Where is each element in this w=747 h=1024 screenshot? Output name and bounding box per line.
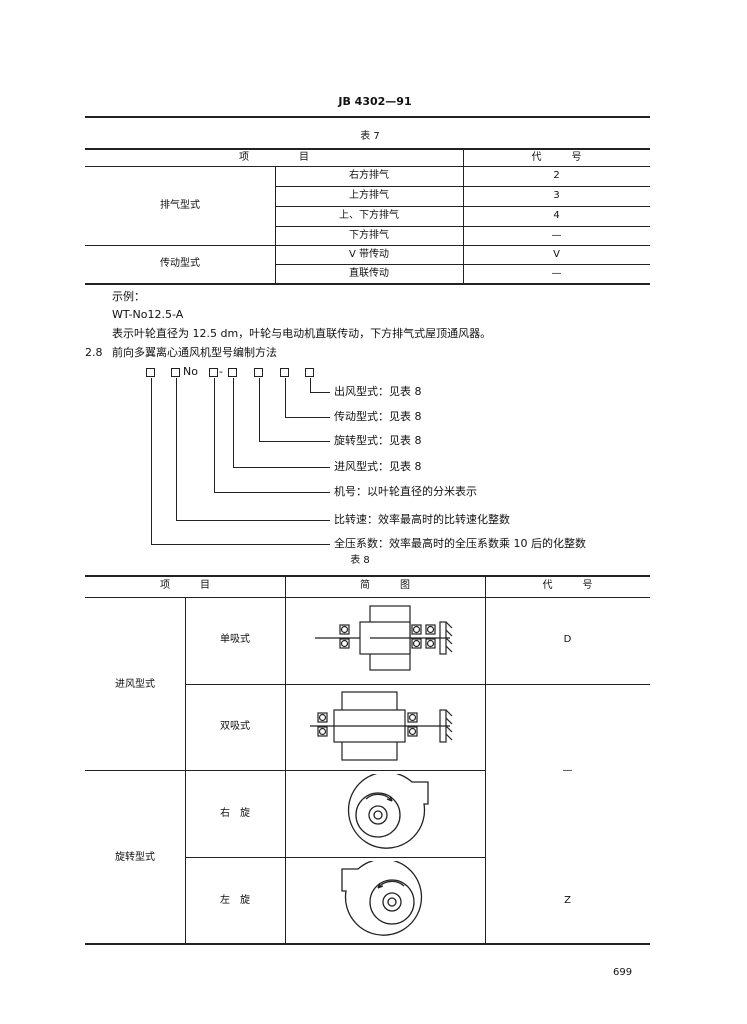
table8-row-name: 右 旋 [220,808,250,819]
example-label: 示例： [112,290,145,303]
code-box [280,368,289,377]
page-number: 699 [613,967,633,978]
table8-title: 表 8 [350,555,370,566]
dash-mark: - [219,365,223,378]
table8-row-code: — [562,765,573,776]
table7-row-name: 上方排气 [349,190,389,201]
table7-row-code: V [553,249,560,260]
section-number: 2.8 [85,346,103,359]
table7-row-code: 2 [553,170,560,181]
table8-row-name: 双吸式 [220,721,250,732]
table8-row-code: Z [564,895,571,906]
table8-row-name: 左 旋 [220,895,250,906]
table7-group-exhaust: 排气型式 [160,200,200,211]
table7-row-name: 右方排气 [349,170,389,181]
code-box [305,368,314,377]
table8-col-diagram: 简 图 [360,580,410,591]
table7-row-code: — [551,268,562,279]
code-label: 进风型式：见表 8 [334,460,422,473]
table7-col-item: 项 目 [239,152,309,163]
table8-col-code: 代 号 [542,580,593,591]
code-box [171,368,180,377]
code-box [228,368,237,377]
code-box [254,368,263,377]
single-inlet-fan-diagram [315,605,453,671]
double-inlet-fan-diagram [310,691,453,761]
code-label: 机号：以叶轮直径的分米表示 [334,485,477,498]
code-label: 旋转型式：见表 8 [334,434,422,447]
code-label: 传动型式：见表 8 [334,410,422,423]
code-label: 出风型式：见表 8 [334,385,422,398]
example-description: 表示叶轮直径为 12.5 dm，叶轮与电动机直联传动，下方排气式屋顶通风器。 [112,327,492,340]
table8-group-rotation: 旋转型式 [115,852,155,863]
table7-row-name: 直联传动 [349,268,389,279]
table8-row-name: 单吸式 [220,634,250,645]
right-rotation-diagram [347,774,429,849]
table7-group-drive: 传动型式 [160,258,200,269]
code-label: 比转速：效率最高时的比转速化整数 [334,513,510,526]
table8-col-item: 项 目 [160,580,210,591]
table7-row-code: 4 [553,210,560,221]
table7-row-name: V 带传动 [348,249,390,260]
table7-row-name: 上、下方排气 [339,210,399,221]
standard-number: JB 4302—91 [338,95,412,108]
table7-row-code: — [551,230,562,241]
example-model: WT-No12.5-A [112,308,184,321]
table7-row-code: 3 [553,190,560,201]
left-rotation-diagram [341,861,423,936]
header-rule [85,116,650,118]
code-box [209,368,218,377]
section-title: 前向多翼离心通风机型号编制方法 [112,346,277,359]
table7-title: 表 7 [360,131,380,142]
table8-row-code: D [563,634,572,645]
table8-group-inlet: 进风型式 [115,679,155,690]
table7-col-code: 代 号 [531,152,582,163]
code-box [146,368,155,377]
table7-row-name: 下方排气 [349,230,389,241]
no-mark: No [183,365,198,378]
code-label: 全压系数：效率最高时的全压系数乘 10 后的化整数 [334,537,586,550]
